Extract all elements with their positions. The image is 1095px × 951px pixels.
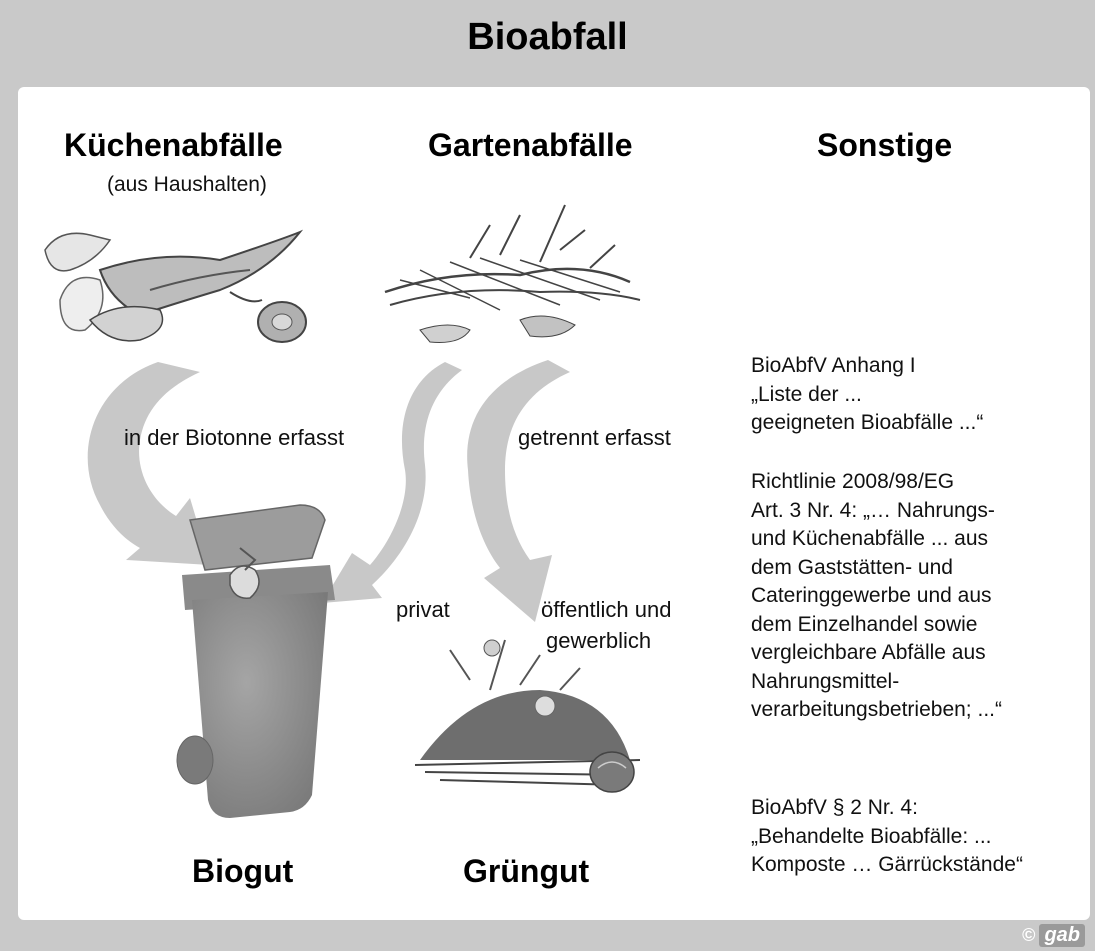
label-oeffentlich: öffentlich und [541, 597, 671, 623]
note-line: geeigneten Bioabfälle ...“ [751, 409, 983, 438]
arrow-kitchen-to-biogut [88, 362, 210, 565]
label-biotonne-erfasst: in der Biotonne erfasst [124, 425, 344, 451]
garden-waste-illustration [385, 205, 640, 343]
copyright-symbol: © [1022, 925, 1035, 946]
heading-kuechenabfaelle: Küchenabfälle [64, 127, 283, 164]
heading-gartenabfaelle: Gartenabfälle [428, 127, 633, 164]
note-line: Art. 3 Nr. 4: „… Nahrungs- [751, 497, 1002, 526]
label-gruengut: Grüngut [463, 853, 589, 890]
note-line: Richtlinie 2008/98/EG [751, 468, 1002, 497]
kitchen-waste-illustration [45, 232, 306, 342]
arrow-garden-to-biotonne [322, 362, 462, 603]
heading-sonstige: Sonstige [817, 127, 952, 164]
note-line: dem Gaststätten- und [751, 554, 1002, 583]
note-line: BioAbfV Anhang I [751, 352, 983, 381]
note-anhang: BioAbfV Anhang I „Liste der ... geeignet… [751, 352, 983, 438]
copyright-mark: © gab [1022, 924, 1085, 947]
label-privat: privat [396, 597, 450, 623]
label-gewerblich: gewerblich [546, 628, 651, 654]
note-line: Nahrungsmittel- [751, 668, 1002, 697]
note-para2: BioAbfV § 2 Nr. 4: „Behandelte Bioabfäll… [751, 794, 1023, 880]
note-line: Cateringgewerbe und aus [751, 582, 1002, 611]
note-line: „Liste der ... [751, 381, 983, 410]
note-line: Komposte … Gärrückstände“ [751, 851, 1023, 880]
note-line: dem Einzelhandel sowie [751, 611, 1002, 640]
biotonne-bin-illustration [177, 505, 335, 818]
subheading-aus-haushalten: (aus Haushalten) [107, 173, 267, 197]
note-line: BioAbfV § 2 Nr. 4: [751, 794, 1023, 823]
arrow-garden-to-gruengut [467, 360, 570, 622]
note-line: „Behandelte Bioabfälle: ... [751, 823, 1023, 852]
note-richtlinie: Richtlinie 2008/98/EG Art. 3 Nr. 4: „… N… [751, 468, 1002, 725]
note-line: vergleichbare Abfälle aus [751, 639, 1002, 668]
note-line: verarbeitungsbetrieben; ...“ [751, 696, 1002, 725]
label-biogut: Biogut [192, 853, 293, 890]
note-line: und Küchenabfälle ... aus [751, 525, 1002, 554]
label-getrennt-erfasst: getrennt erfasst [518, 425, 671, 451]
gab-logo-icon: gab [1039, 924, 1085, 947]
green-waste-pile-illustration [415, 640, 640, 792]
